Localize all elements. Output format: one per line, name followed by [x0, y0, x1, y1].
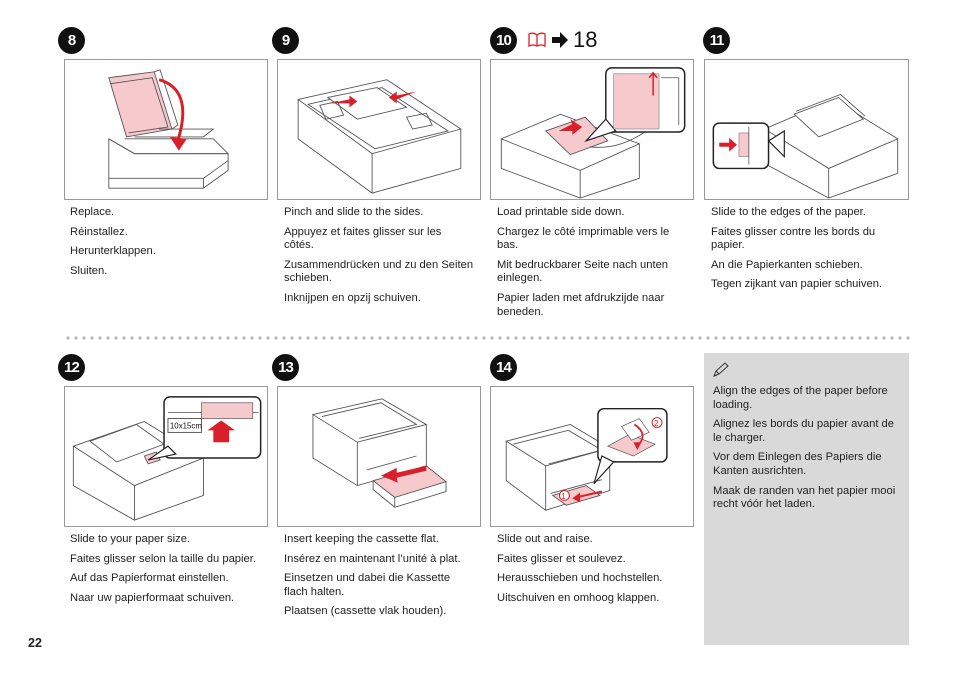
slide-guide-to-paper-edges-illustration — [712, 93, 899, 199]
step-13-text: Insert keeping the cassette flat. Insére… — [284, 533, 474, 625]
step-9-line-en: Pinch and slide to the sides. — [284, 206, 424, 218]
step-12-line-en: Slide to your paper size. — [70, 533, 191, 545]
step-11-line-de: An die Papierkanten schieben. — [711, 258, 863, 271]
paper-size-label: 10x15cm — [170, 421, 202, 430]
step-14-line-en: Slide out and raise. — [497, 533, 593, 545]
note-line-en: Align the edges of the paper before load… — [713, 385, 888, 411]
step-9-text: Pinch and slide to the sides. Appuyez et… — [284, 206, 474, 312]
reference-page-number: 18 — [573, 27, 598, 52]
step-number-14: 14 — [490, 354, 517, 381]
book-icon — [528, 32, 546, 48]
insert-cassette-flat-illustration — [311, 398, 447, 508]
note-line-de: Vor dem Einlegen des Papiers die Kanten … — [713, 451, 882, 477]
step-13-line-de: Einsetzen und dabei die Kassette flach h… — [284, 572, 451, 598]
step-10-line-de: Mit bedruckbarer Seite nach unten einleg… — [497, 258, 669, 285]
figure-step-12: 10x15cm — [64, 386, 268, 527]
figure-step-14: 1 2 — [490, 386, 694, 527]
step-10-line-fr: Chargez le côté imprimable vers le bas. — [497, 225, 670, 252]
step-12-line-de: Auf das Papierformat einstellen. — [70, 572, 229, 585]
step-number-9: 9 — [272, 27, 299, 54]
pinch-slide-guides-illustration — [297, 79, 462, 194]
step-11-text: Slide to the edges of the paper. Faites … — [711, 206, 901, 298]
slide-to-paper-size-illustration: 10x15cm — [72, 396, 262, 521]
step-12-line-fr: Faites glisser selon la taille du papier… — [70, 552, 256, 565]
step-14-text: Slide out and raise. Faites glisser et s… — [497, 533, 687, 611]
note-panel: Align the edges of the paper before load… — [704, 353, 909, 645]
section-divider — [64, 336, 910, 340]
step-8-line-en: Replace. — [70, 206, 115, 218]
step-13-line-en: Insert keeping the cassette flat. — [284, 533, 439, 545]
step-10-text: Load printable side down. Chargez le côt… — [497, 206, 687, 325]
cassette-cover-replace-illustration — [108, 69, 229, 189]
figure-step-9 — [277, 59, 481, 200]
step-8-line-fr: Réinstallez. — [70, 225, 128, 238]
note-text: Align the edges of the paper before load… — [713, 385, 899, 518]
step-11-line-fr: Faites glisser contre les bords du papie… — [711, 225, 876, 252]
figure-step-13 — [277, 386, 481, 527]
step-9-line-de: Zusammendrücken und zu den Seiten schieb… — [284, 258, 474, 285]
step-11-line-nl: Tegen zijkant van papier schuiven. — [711, 278, 883, 291]
step-number-12: 12 — [58, 354, 85, 381]
step-13-line-fr: Insérez en maintenant l’unité à plat. — [284, 552, 461, 565]
step-12-line-nl: Naar uw papierformaat schuiven. — [70, 591, 235, 604]
figure-step-8 — [64, 59, 268, 200]
step-8-line-de: Herunterklappen. — [70, 245, 156, 258]
step-number-11: 11 — [703, 27, 730, 54]
step-9-line-fr: Appuyez et faites glisser sur les côtés. — [284, 225, 442, 252]
step-13-line-nl: Plaatsen (cassette vlak houden). — [284, 605, 447, 618]
page-number: 22 — [28, 636, 42, 650]
step-8-text: Replace. Réinstallez. Herunterklappen. S… — [70, 206, 260, 284]
step-9-line-nl: Inknijpen en opzij schuiven. — [284, 291, 421, 304]
callout-1: 1 — [561, 492, 565, 501]
step-number-13: 13 — [272, 354, 299, 381]
step-number-8: 8 — [58, 27, 85, 54]
page-reference: 18 — [527, 27, 598, 52]
step-number-10: 10 — [490, 27, 517, 54]
step-11-line-en: Slide to the edges of the paper. — [711, 206, 866, 218]
callout-2: 2 — [654, 419, 658, 428]
note-line-nl: Maak de randen van het papier mooi recht… — [713, 484, 896, 511]
figure-step-11 — [704, 59, 909, 200]
slide-out-and-raise-tray-illustration: 1 2 — [505, 407, 668, 511]
step-14-line-nl: Uitschuiven en omhoog klappen. — [497, 591, 660, 604]
arrow-right-icon — [552, 32, 568, 48]
step-14-line-fr: Faites glisser et soulevez. — [497, 552, 626, 565]
figure-step-10 — [490, 59, 694, 200]
note-line-fr: Alignez les bords du papier avant de le … — [713, 418, 894, 444]
step-10-line-nl: Papier laden met afdrukzijde naar benede… — [497, 291, 665, 318]
load-paper-printable-side-down-illustration — [500, 67, 686, 199]
step-12-text: Slide to your paper size. Faites glisser… — [70, 533, 260, 611]
pencil-note-icon — [713, 362, 729, 377]
step-8-line-nl: Sluiten. — [70, 264, 108, 277]
step-10-line-en: Load printable side down. — [497, 206, 625, 218]
step-14-line-de: Herausschieben und hochstellen. — [497, 572, 663, 585]
